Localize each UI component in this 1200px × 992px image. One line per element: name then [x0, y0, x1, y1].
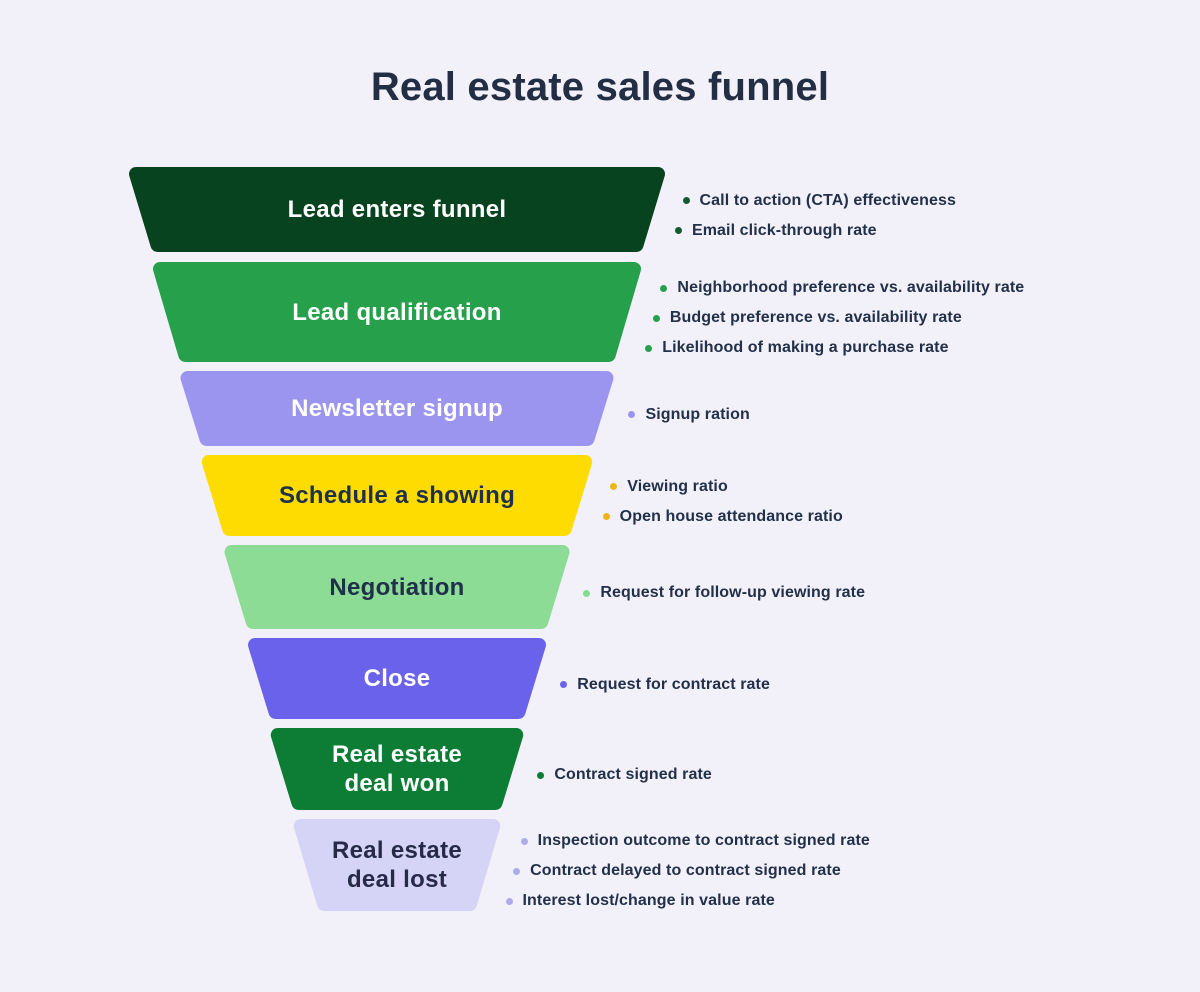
stage-label-line: deal lost: [346, 866, 448, 893]
bullet-text: Open house attendance ratio: [619, 507, 843, 525]
stage-label-line: deal won: [344, 770, 450, 797]
bullet-text: Request for follow-up viewing rate: [600, 584, 866, 601]
bullet-dot-icon: [674, 227, 682, 234]
bullet-dot-icon: [660, 284, 668, 292]
bullet-row: Contract delayed to contract signed rate: [513, 860, 841, 882]
bullet-row: Likelihood of making a purchase rate: [645, 337, 948, 359]
bullet-row: Budget preference vs. availability rate: [652, 307, 962, 329]
bullet-text: Interest lost/change in value rate: [522, 892, 775, 909]
bullet-row: Neighborhood preference vs. availability…: [660, 277, 1024, 299]
stage-label-lead-qualification: Lead qualification: [177, 298, 617, 327]
bullet-dot-icon: [505, 897, 513, 905]
stage-label-line: Schedule a showing: [278, 482, 516, 509]
bullet-dot-icon: [537, 771, 545, 779]
funnel-stage-schedule-a-showing: [201, 455, 593, 536]
bullet-row: Call to action (CTA) effectiveness: [682, 190, 957, 212]
funnel-stage-close: [248, 638, 546, 719]
bullet-dot-icon: [652, 314, 660, 322]
bullet-dot-icon: [628, 411, 636, 418]
funnel-stage-lead-enters-funnel: [129, 167, 665, 252]
bullet-dot-icon: [682, 197, 690, 204]
page-title: Real estate sales funnel: [370, 65, 830, 109]
bullet-row: Request for follow-up viewing rate: [583, 582, 865, 604]
bullet-row: Interest lost/change in value rate: [505, 890, 775, 912]
bullet-text: Likelihood of making a purchase rate: [662, 339, 949, 356]
bullet-row: Signup ration: [628, 404, 750, 426]
bullet-dot-icon: [610, 483, 618, 490]
stage-label-line: Lead qualification: [292, 298, 502, 326]
bullet-dot-icon: [520, 837, 528, 845]
bullet-text: Budget preference vs. availability rate: [669, 309, 962, 326]
funnel-stage-negotiation: [224, 545, 570, 629]
stage-label-line: Newsletter signup: [291, 395, 503, 422]
funnel-stage-newsletter-signup: [180, 371, 614, 446]
bullet-text: Call to action (CTA) effectiveness: [699, 191, 957, 209]
funnel-stage-real-estate-deal-won: [270, 728, 524, 810]
funnel-stage-real-estate-deal-lost: [293, 819, 501, 911]
bullet-dot-icon: [602, 513, 610, 520]
stage-label-line: Real estate: [331, 837, 463, 864]
bullet-dot-icon: [645, 344, 653, 352]
bullet-text: Signup ration: [645, 405, 750, 423]
bullet-row: Contract signed rate: [537, 764, 712, 786]
bullet-dot-icon: [513, 867, 521, 875]
stage-label-close: Close: [177, 664, 617, 693]
bullet-text: Request for contract rate: [577, 675, 770, 693]
stage-label-lead-enters-funnel: Lead enters funnel: [177, 195, 617, 224]
bullet-text: Viewing ratio: [627, 477, 728, 495]
bullet-text: Email click-through rate: [691, 221, 877, 239]
stage-label-line: Close: [363, 665, 431, 692]
stage-label-schedule-a-showing: Schedule a showing: [177, 481, 617, 510]
stage-label-line: Lead enters funnel: [287, 196, 507, 223]
stage-label-line: Real estate: [331, 741, 463, 768]
bullet-dot-icon: [583, 589, 591, 597]
bullet-row: Open house attendance ratio: [602, 506, 843, 528]
bullet-text: Neighborhood preference vs. availability…: [677, 279, 1025, 296]
stage-label-negotiation: Negotiation: [177, 573, 617, 602]
bullet-row: Request for contract rate: [560, 674, 770, 696]
bullet-text: Contract signed rate: [554, 766, 712, 783]
stage-label-newsletter-signup: Newsletter signup: [177, 394, 617, 423]
bullet-dot-icon: [560, 681, 568, 688]
bullet-row: Viewing ratio: [610, 476, 728, 498]
funnel-stage-lead-qualification: [153, 262, 641, 362]
bullet-row: Email click-through rate: [674, 220, 877, 242]
bullet-row: Inspection outcome to contract signed ra…: [520, 830, 870, 852]
bullet-text: Contract delayed to contract signed rate: [530, 862, 841, 879]
stage-label-line: Negotiation: [329, 573, 465, 601]
bullet-text: Inspection outcome to contract signed ra…: [537, 832, 870, 849]
